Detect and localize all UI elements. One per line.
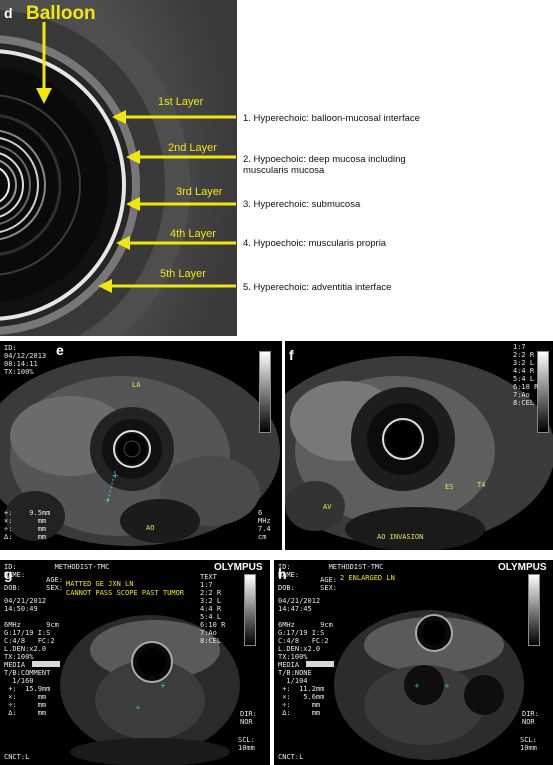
panel-letter: h — [278, 566, 287, 582]
panel-letter: e — [56, 342, 64, 358]
panel-g-image: + + OLYMPUS ID: METHODIST-TMC NAME: AGE:… — [0, 560, 270, 765]
panel-e-image: + + ▸ ID: 04/12/2013 08:14:11 TX:100% e … — [0, 341, 282, 550]
scl-info: SCL: 10mm — [238, 736, 255, 752]
grayscale-bar — [528, 574, 540, 646]
id-line: ID: METHODIST-TMC — [278, 563, 384, 571]
comment-1: 2 ENLARGED LN — [340, 574, 395, 582]
scale-info: 6 MHz 7.4 cm — [258, 509, 271, 541]
panel-d-image: d Balloon — [0, 0, 237, 336]
layer-arrows — [98, 110, 236, 293]
layer-2-label: 2nd Layer — [168, 142, 217, 154]
grayscale-bar — [537, 351, 549, 433]
panel-h-image: + + OLYMPUS ID: METHODIST-TMC NAME: AGE:… — [274, 560, 553, 765]
svg-text:+: + — [160, 682, 166, 690]
comment-2: CANNOT PASS SCOPE PAST TUMOR — [66, 589, 185, 597]
measure-info: +: 9.5mm ×: mm ÷: mm ∆: mm — [4, 509, 51, 541]
layer-4-label: 4th Layer — [170, 228, 216, 240]
scan-info: 04/21/2012 14:50:49 6MHz 9cm G:17/19 I:S… — [4, 597, 59, 717]
comment-1: MATTED GE JXN LN — [66, 580, 134, 588]
layer-1-label: 1st Layer — [158, 96, 204, 108]
text-list: TEXT 1:7 2:2 R 3:2 L 4:4 R 5:4 L 6:10 R … — [200, 573, 226, 645]
name-line: NAME: — [278, 571, 300, 579]
layer-1-desc: 1. Hyperechoic: balloon-mucosal interfac… — [243, 113, 420, 124]
media-bar — [306, 661, 334, 667]
ao-invasion-label: AO INVASION — [377, 533, 424, 541]
dir-info: DIR: NOR — [240, 710, 257, 726]
age-line: AGE: — [4, 576, 64, 584]
svg-text:+: + — [444, 682, 450, 690]
grayscale-bar — [259, 351, 271, 433]
svg-text:+: + — [112, 471, 119, 480]
marker-icon: ▸ — [262, 383, 267, 391]
dob-line: DOB: SEX: — [4, 584, 64, 592]
name-line: NAME: — [4, 571, 26, 579]
balloon-label: Balloon — [26, 3, 96, 24]
layer-4-desc: 4. Hypoechoic: muscularis propria — [243, 238, 387, 249]
panel-letter: g — [4, 566, 13, 582]
station-list: 1:7 2:2 R 3:2 L 4:4 R 5:4 L 6:10 R 7:Ao … — [513, 343, 539, 407]
la-label: LA — [132, 381, 141, 389]
cnct-info: CNCT:L — [278, 753, 304, 761]
panel-d-ultrasound — [0, 0, 237, 336]
es-label: ES — [445, 483, 454, 491]
panel-letter: d — [4, 5, 13, 21]
svg-text:+: + — [414, 682, 420, 690]
brand-logo: OLYMPUS — [214, 562, 263, 573]
scl-info: SCL: 10mm — [520, 736, 537, 752]
grayscale-bar — [244, 574, 256, 646]
header-info: ID: 04/12/2013 08:14:11 TX:100% — [4, 344, 47, 376]
id-line: ID: METHODIST-TMC — [4, 563, 110, 571]
brand-logo: OLYMPUS — [498, 562, 547, 573]
age-line: AGE: — [278, 576, 338, 584]
panel-letter: f — [289, 347, 294, 363]
t4-label: T4 — [477, 481, 486, 489]
layer-3-label: 3rd Layer — [176, 186, 223, 198]
layer-3-desc: 3. Hyperechoic: submucosa — [243, 199, 361, 210]
media-bar — [32, 661, 60, 667]
svg-text:+: + — [135, 704, 141, 712]
dob-line: DOB: SEX: — [278, 584, 338, 592]
panel-f-image: f 1:7 2:2 R 3:2 L 4:4 R 5:4 L 6:10 R 7:A… — [285, 341, 553, 550]
layer-5-desc: 5. Hyperechoic: adventitia interface — [243, 282, 392, 293]
ao-label: AO — [146, 524, 155, 532]
scan-info: 04/21/2012 14:47:45 6MHz 9cm G:17/19 I:S… — [278, 597, 333, 717]
layer-5-label: 5th Layer — [160, 268, 206, 280]
av-label: AV — [323, 503, 332, 511]
cnct-info: CNCT:L — [4, 753, 30, 761]
svg-text:+: + — [104, 496, 111, 505]
layer-2-desc: 2. Hypoechoic: deep mucosa including mus… — [243, 154, 406, 176]
dir-info: DIR: NOR — [522, 710, 539, 726]
